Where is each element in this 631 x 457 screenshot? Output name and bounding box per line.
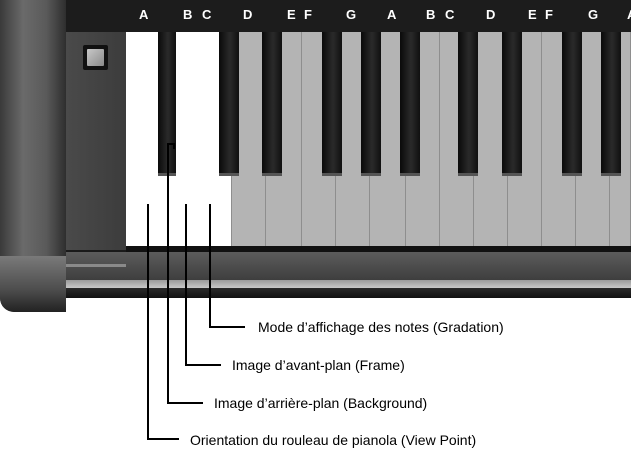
square-button-face bbox=[87, 49, 104, 66]
note-label: B bbox=[183, 7, 193, 22]
black-key bbox=[219, 32, 239, 176]
note-label: B bbox=[426, 7, 436, 22]
black-key bbox=[601, 32, 621, 176]
note-label: G bbox=[346, 7, 357, 22]
keyboard-bottom-edge bbox=[126, 246, 631, 252]
callout-line-frame-v bbox=[185, 204, 187, 366]
note-label: F bbox=[304, 7, 312, 22]
callout-line-viewpoint-v bbox=[147, 204, 149, 440]
note-label: A bbox=[627, 8, 631, 22]
note-label: G bbox=[588, 7, 599, 22]
note-label: E bbox=[528, 7, 537, 22]
black-key bbox=[400, 32, 420, 176]
front-rail-highlight bbox=[66, 280, 631, 288]
case-left-bevel bbox=[0, 256, 66, 312]
black-key bbox=[502, 32, 522, 176]
callout-line-background-tick-top bbox=[167, 143, 175, 145]
callout-line-background-tick bbox=[173, 143, 175, 149]
callout-background: Image d’arrière-plan (Background) bbox=[214, 395, 428, 411]
note-label: C bbox=[202, 7, 212, 22]
callout-line-background-h bbox=[167, 402, 203, 404]
callout-line-viewpoint-h bbox=[147, 438, 179, 440]
note-label: A bbox=[139, 7, 149, 22]
black-key bbox=[361, 32, 381, 176]
note-label: F bbox=[545, 7, 553, 22]
black-key bbox=[322, 32, 342, 176]
black-key bbox=[562, 32, 582, 176]
white-key bbox=[126, 32, 162, 246]
front-rail bbox=[66, 252, 631, 280]
callout-frame: Image d’avant-plan (Frame) bbox=[232, 357, 405, 373]
note-label-band bbox=[66, 0, 631, 32]
rail-groove bbox=[66, 264, 126, 267]
black-key bbox=[458, 32, 478, 176]
callout-gradation: Mode d’affichage des notes (Gradation) bbox=[258, 319, 504, 335]
callout-line-background-v bbox=[167, 144, 169, 404]
note-label: D bbox=[243, 7, 253, 22]
callout-line-gradation-v bbox=[209, 204, 211, 328]
callout-view-point: Orientation du rouleau de pianola (View … bbox=[190, 432, 477, 448]
callout-line-gradation-h bbox=[209, 326, 245, 328]
black-key bbox=[262, 32, 282, 176]
front-rail-bottom bbox=[66, 288, 631, 298]
square-button[interactable] bbox=[83, 45, 108, 70]
callout-line-frame-h bbox=[185, 364, 221, 366]
note-label: E bbox=[287, 7, 296, 22]
note-label: C bbox=[445, 7, 455, 22]
note-label: A bbox=[387, 7, 397, 22]
note-label: D bbox=[486, 7, 496, 22]
